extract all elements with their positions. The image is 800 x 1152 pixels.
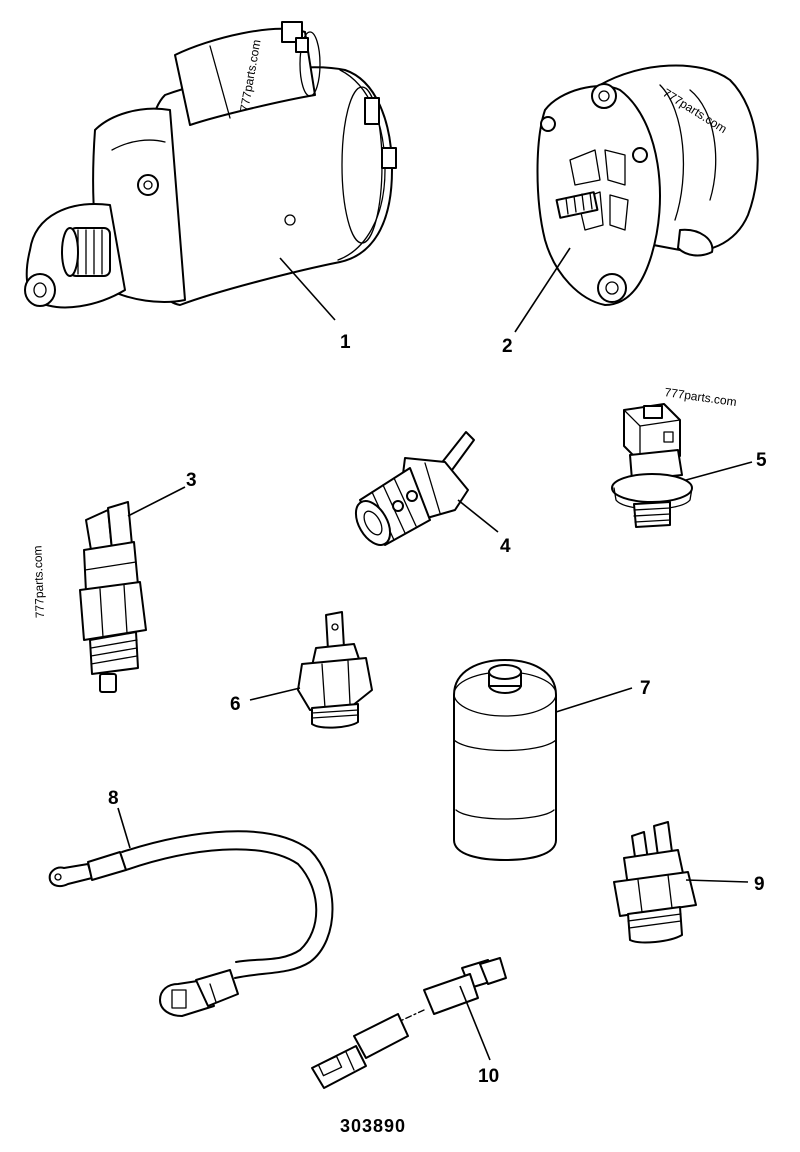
callout-6: 6: [230, 694, 241, 715]
figure-number: 303890: [340, 1116, 406, 1136]
connector-10: [311, 957, 507, 1089]
leader-line-10: [459, 985, 491, 1061]
watermark-switch-3: 777parts.com: [30, 545, 47, 618]
starter-motor: [24, 21, 397, 309]
solenoid-7: [453, 659, 557, 861]
leader-line-7: [555, 687, 633, 713]
pressure-switch-5: [611, 403, 693, 528]
callout-7: 7: [640, 678, 651, 699]
callout-10: 10: [478, 1066, 499, 1087]
leader-line-4: [457, 499, 499, 533]
leader-line-6: [249, 687, 301, 701]
alternator: [536, 64, 759, 306]
callout-9: 9: [754, 874, 765, 895]
switch-3: [79, 501, 147, 693]
callout-4: 4: [500, 536, 511, 557]
callout-8: 8: [108, 788, 119, 809]
leader-line-5: [685, 461, 753, 481]
leader-line-1: [279, 257, 336, 321]
callout-1: 1: [340, 332, 351, 353]
glow-sensor-4: [354, 431, 475, 546]
callout-5: 5: [756, 450, 767, 471]
callout-3: 3: [186, 470, 197, 491]
temperature-sender-6: [297, 611, 373, 729]
harness-lead-8: [48, 830, 334, 1017]
leader-line-2: [514, 247, 571, 333]
pressure-switch-9: [613, 821, 697, 944]
leader-line-3: [127, 486, 186, 517]
leader-line-8: [117, 807, 131, 849]
callout-2: 2: [502, 336, 513, 357]
leader-line-9: [685, 879, 749, 883]
watermark-switch-5: 777parts.com: [664, 385, 738, 409]
